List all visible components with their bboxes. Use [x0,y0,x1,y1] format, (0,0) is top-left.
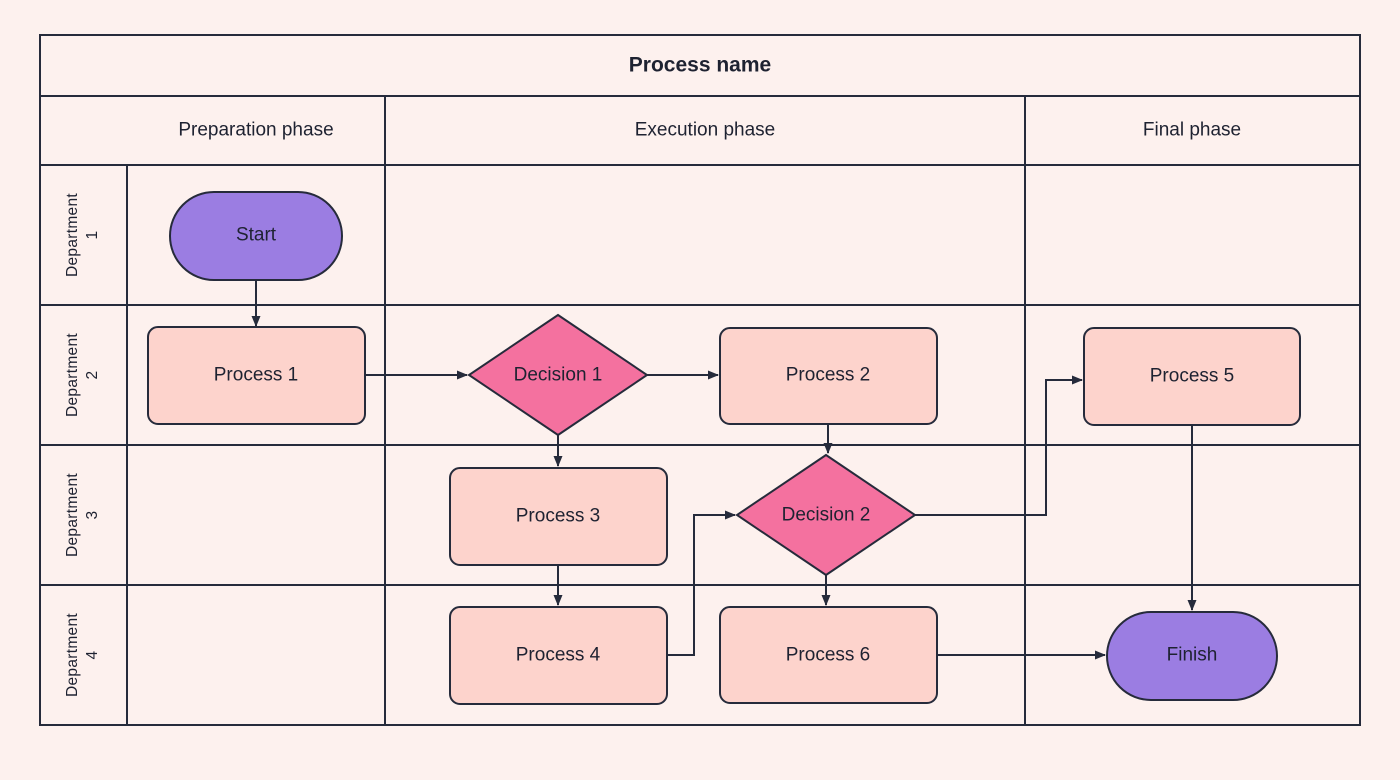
decision1-node-label[interactable]: Decision 1 [513,364,603,386]
nodes [147,191,1301,705]
process2-node-shape[interactable] [719,327,938,425]
finish-node-shape[interactable] [1106,611,1278,701]
decision2-node-label[interactable]: Decision 2 [781,504,871,526]
table-grid [39,34,1361,726]
department-label-1: Department 1 [63,193,103,277]
decision2-node-shape[interactable] [735,453,917,577]
phase-header-execution: Execution phase [634,119,776,141]
department-label-4: Department 4 [63,613,103,697]
process5-node-label[interactable]: Process 5 [1149,365,1235,387]
department-4-name: Department [63,613,81,697]
process3-node-label[interactable]: Process 3 [515,505,601,527]
department-3-name: Department [63,473,81,557]
table-outer-border [39,34,1361,726]
department-4-number: 4 [84,650,101,660]
department-3-number: 3 [84,510,101,520]
start-node-label[interactable]: Start [235,224,277,246]
department-2-number: 2 [84,370,101,380]
process5-node-shape[interactable] [1083,327,1301,426]
process2-node-label[interactable]: Process 2 [785,364,871,386]
department-label-3: Department 3 [63,473,103,557]
department-1-number: 1 [84,230,101,240]
process6-node-label[interactable]: Process 6 [785,644,871,666]
decision1-node-shape[interactable] [467,313,649,437]
process3-node-shape[interactable] [449,467,668,566]
process4-node-label[interactable]: Process 4 [515,644,601,666]
process1-node-label[interactable]: Process 1 [213,364,299,386]
finish-node-label[interactable]: Finish [1166,644,1218,666]
connectors [251,280,1197,660]
connector-process4-to-decision2 [665,510,736,656]
phase-header-final: Final phase [1142,119,1242,141]
department-label-2: Department 2 [63,333,103,417]
connector-decision2-to-process5 [915,375,1083,516]
start-node-shape[interactable] [169,191,343,281]
phase-header-preparation: Preparation phase [178,119,334,141]
department-1-name: Department [63,193,81,277]
diagram-title: Process name [628,53,772,77]
process1-node-shape[interactable] [147,326,366,425]
process4-node-shape[interactable] [449,606,668,705]
department-2-name: Department [63,333,81,417]
process6-node-shape[interactable] [719,606,938,704]
